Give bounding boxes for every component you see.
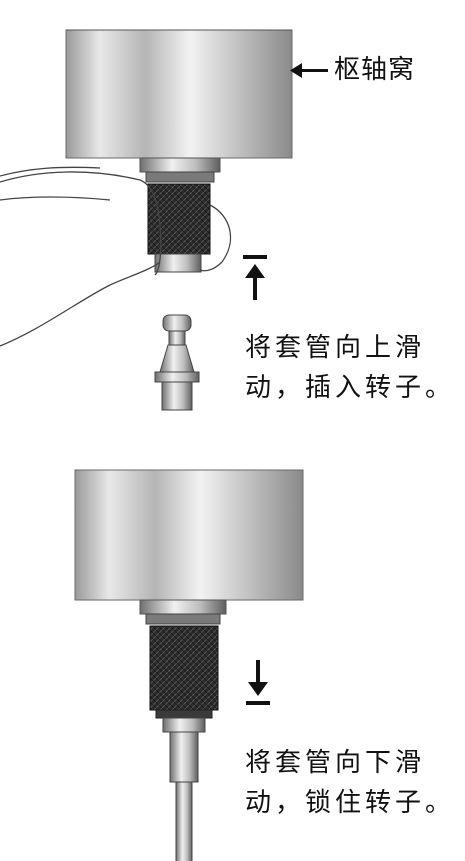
pivot-socket-label: 枢轴窝: [334, 55, 416, 85]
slide-down-line-1: 将套管向下滑: [245, 748, 426, 778]
pivot-housing-bottom: [74, 469, 304, 601]
knurled-sleeve-bottom: [149, 625, 219, 711]
pivot-housing-top: [65, 29, 293, 159]
hand-outline: [0, 166, 232, 347]
rotor-top: [154, 314, 200, 411]
bottom-panel-lock: [74, 469, 304, 861]
slide-up-instruction: 将套管向上滑 动，插入转子。: [245, 328, 455, 408]
slide-up-line-1: 将套管向上滑: [245, 333, 426, 363]
arrow-left-icon: [290, 63, 328, 78]
knurled-sleeve-top: [147, 183, 211, 255]
rotor-bottom: [162, 717, 206, 861]
top-panel-insert: [0, 29, 328, 411]
slide-down-line-2: 动，锁住转子。: [245, 788, 456, 818]
arrow-up-icon: [243, 255, 267, 300]
slide-up-line-2: 动，插入转子。: [245, 373, 456, 403]
arrow-down-icon: [246, 660, 270, 705]
slide-down-instruction: 将套管向下滑 动，锁住转子。: [245, 743, 455, 823]
